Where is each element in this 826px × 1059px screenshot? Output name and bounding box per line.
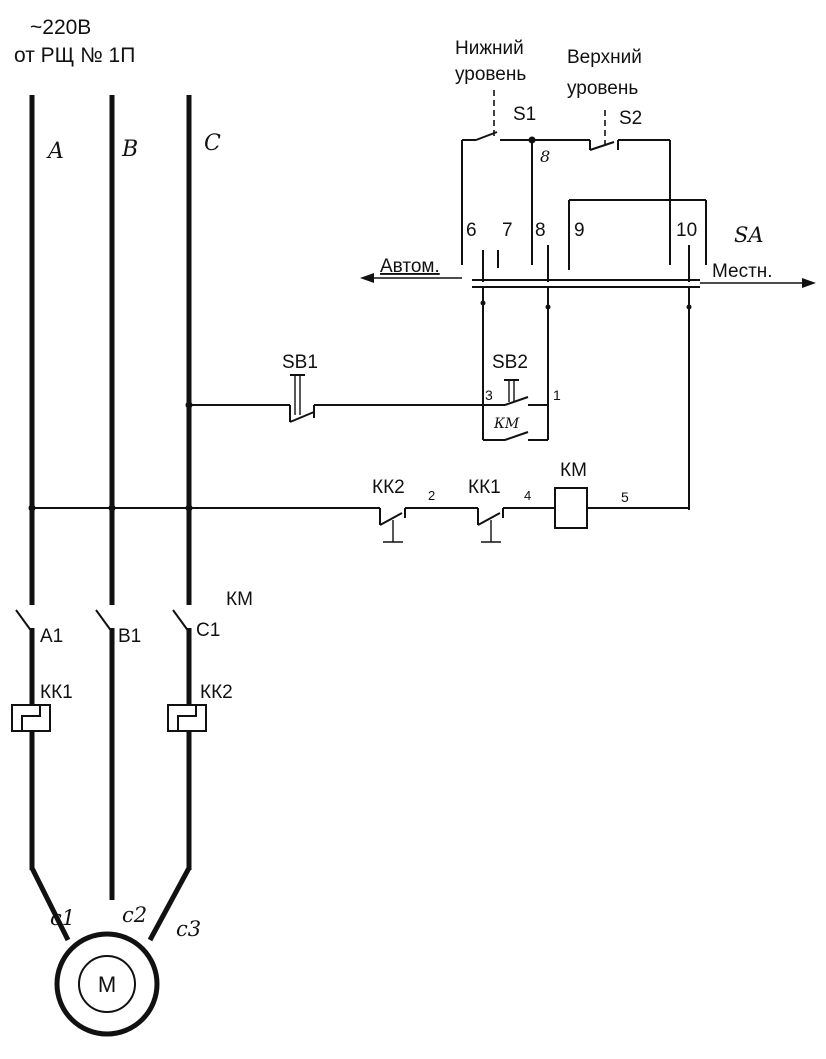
km-hold-contact — [483, 431, 548, 441]
lower-level-label-2: уровень — [455, 64, 526, 85]
sa-terminal-9: 9 — [574, 220, 585, 241]
kk2-overload-contact — [379, 508, 406, 543]
phase-b-label: B — [121, 137, 138, 162]
km-hold-label: КМ — [493, 416, 520, 432]
sa-terminal-7: 7 — [502, 220, 513, 241]
sa-terminal-6: 6 — [466, 220, 477, 241]
motor-terminal-c3: c3 — [176, 917, 201, 941]
auto-arrow — [360, 273, 462, 283]
s2-level-switch — [532, 110, 670, 151]
local-mode-label: Местн. — [712, 261, 773, 282]
sb1-stop-button — [289, 374, 315, 423]
sb2-start-button — [483, 379, 548, 406]
motor-label: M — [98, 972, 116, 997]
upper-level-label-2: уровень — [567, 78, 638, 99]
motor-lead-c1 — [29, 866, 71, 942]
kk1-overload-contact — [477, 508, 504, 543]
s1-level-switch — [462, 90, 532, 141]
motor-lead-c3 — [147, 866, 192, 942]
sa-label: SA — [734, 223, 764, 247]
motor-inner-ring — [78, 955, 136, 1013]
motor-terminal-c2: c2 — [122, 903, 147, 927]
sb1-label: SB1 — [282, 352, 318, 373]
sa-selector-switch — [461, 199, 707, 288]
c1-label: C1 — [196, 620, 220, 641]
node-8-label: 8 — [540, 147, 550, 166]
kk1-thermal-label: КК1 — [40, 682, 73, 703]
s1-label: S1 — [513, 104, 536, 125]
phase-a-label: A — [46, 139, 64, 164]
kk2-label: КК2 — [372, 477, 405, 498]
sa-terminal-8: 8 — [535, 220, 546, 241]
node-5-label: 5 — [621, 489, 629, 505]
km-coil-label: КМ — [560, 460, 587, 481]
lower-level-label-1: Нижний — [455, 38, 524, 59]
local-arrow — [700, 278, 816, 288]
a1-label: A1 — [40, 626, 63, 647]
supply-source: от РЩ № 1П — [14, 44, 135, 67]
supply-voltage: ~220В — [30, 16, 91, 39]
kk1-subscript: 4 — [524, 488, 531, 503]
km-contactor-label: КМ — [226, 589, 253, 610]
km-main-contacts — [15, 609, 190, 633]
node-1-label: 1 — [553, 387, 561, 403]
sa-terminal-10: 10 — [676, 220, 697, 241]
motor-terminal-c1: c1 — [50, 906, 75, 930]
b1-label: B1 — [118, 626, 141, 647]
sb2-label: SB2 — [492, 352, 528, 373]
s2-label: S2 — [619, 108, 642, 129]
upper-level-label-1: Верхний — [567, 47, 642, 68]
kk2-thermal-element — [167, 680, 207, 760]
kk2-subscript: 2 — [428, 488, 435, 503]
auto-mode-label: Автом. — [380, 256, 440, 277]
kk1-label: КК1 — [468, 477, 501, 498]
node-3-label: 3 — [485, 387, 493, 403]
kk2-thermal-label: КК2 — [200, 682, 233, 703]
km-coil — [554, 487, 588, 529]
phase-c-label: C — [204, 131, 221, 156]
kk1-thermal-element — [11, 680, 51, 760]
